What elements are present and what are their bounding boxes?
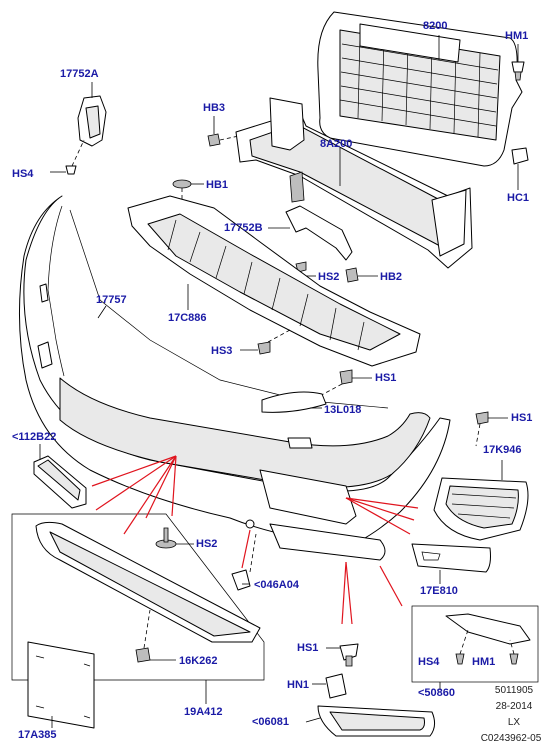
callout-17e810: 17E810 bbox=[420, 585, 458, 597]
callout-hs4-top: HS4 bbox=[12, 168, 34, 180]
callout-hm1-top: HM1 bbox=[505, 30, 529, 42]
fastener-hs2-low bbox=[155, 527, 194, 549]
bracket-17752a bbox=[50, 82, 107, 175]
callout-8a200: 8A200 bbox=[320, 138, 353, 150]
group-box-50860 bbox=[411, 605, 539, 690]
callout-19a412: 19A412 bbox=[184, 706, 223, 718]
fastener-hs1-a bbox=[315, 369, 372, 399]
callout-17752a: 17752A bbox=[60, 68, 99, 80]
highlight-lines bbox=[91, 455, 419, 625]
callout-hc1: HC1 bbox=[507, 192, 530, 204]
callout-50860: <50860 bbox=[418, 687, 456, 699]
clip-hm1-top bbox=[511, 44, 525, 81]
callout-hn1: HN1 bbox=[287, 679, 310, 691]
fastener-hb1 bbox=[172, 179, 204, 212]
callout-17k946: 17K946 bbox=[483, 444, 522, 456]
callout-8200: 8200 bbox=[423, 20, 448, 32]
callout-hs3: HS3 bbox=[211, 345, 233, 357]
callout-046a04: <046A04 bbox=[254, 579, 299, 591]
callout-17c886: 17C886 bbox=[168, 312, 207, 324]
bracket-17752b bbox=[268, 205, 353, 261]
callout-hs2-low: HS2 bbox=[196, 538, 218, 550]
reflector-112b22 bbox=[33, 444, 87, 509]
callout-hs1-b: HS1 bbox=[511, 412, 533, 424]
callout-hs2-mid: HS2 bbox=[318, 271, 340, 283]
ref-number: 5011905 bbox=[494, 685, 534, 696]
fastener-hb2 bbox=[345, 267, 378, 283]
clip-hc1 bbox=[511, 147, 529, 190]
grille-8200 bbox=[317, 11, 523, 167]
callout-16k262: 16K262 bbox=[179, 655, 218, 667]
model-code: LX bbox=[507, 717, 521, 728]
callout-17752b: 17752B bbox=[224, 222, 263, 234]
callout-112b22: <112B22 bbox=[12, 431, 57, 443]
fastener-hs3 bbox=[240, 329, 291, 355]
drawing-date: 28-2014 bbox=[495, 701, 533, 712]
trim-17e810 bbox=[411, 543, 491, 584]
callout-06081: <06081 bbox=[252, 716, 290, 728]
callout-hs4-box: HS4 bbox=[418, 656, 440, 668]
callout-17a385: 17A385 bbox=[18, 729, 57, 741]
callout-hb1: HB1 bbox=[206, 179, 229, 191]
callout-hs1-a: HS1 bbox=[375, 372, 397, 384]
callout-hb3: HB3 bbox=[203, 102, 226, 114]
beam-8a200 bbox=[235, 97, 473, 269]
cover-06081 bbox=[305, 705, 436, 737]
callout-hb2: HB2 bbox=[380, 271, 403, 283]
group-box-19a412 bbox=[11, 513, 265, 704]
cover-13l018 bbox=[261, 391, 327, 413]
plate-17a385 bbox=[27, 641, 95, 729]
callout-hm1-box: HM1 bbox=[472, 656, 496, 668]
callout-hs1-c: HS1 bbox=[297, 642, 319, 654]
bracket-hn1 bbox=[312, 673, 347, 699]
bumper-cover-17757 bbox=[18, 195, 451, 561]
fastener-hs1-c bbox=[326, 643, 359, 667]
callout-13l018: 13L018 bbox=[324, 404, 362, 416]
grille-insert-17k946 bbox=[433, 460, 529, 541]
sensor-046a04 bbox=[231, 533, 257, 591]
drawing-id: C0243962-05 bbox=[480, 733, 542, 744]
fastener-hs1-b bbox=[475, 411, 508, 447]
absorber-17c886 bbox=[127, 195, 421, 367]
callout-17757: 17757 bbox=[96, 294, 127, 306]
